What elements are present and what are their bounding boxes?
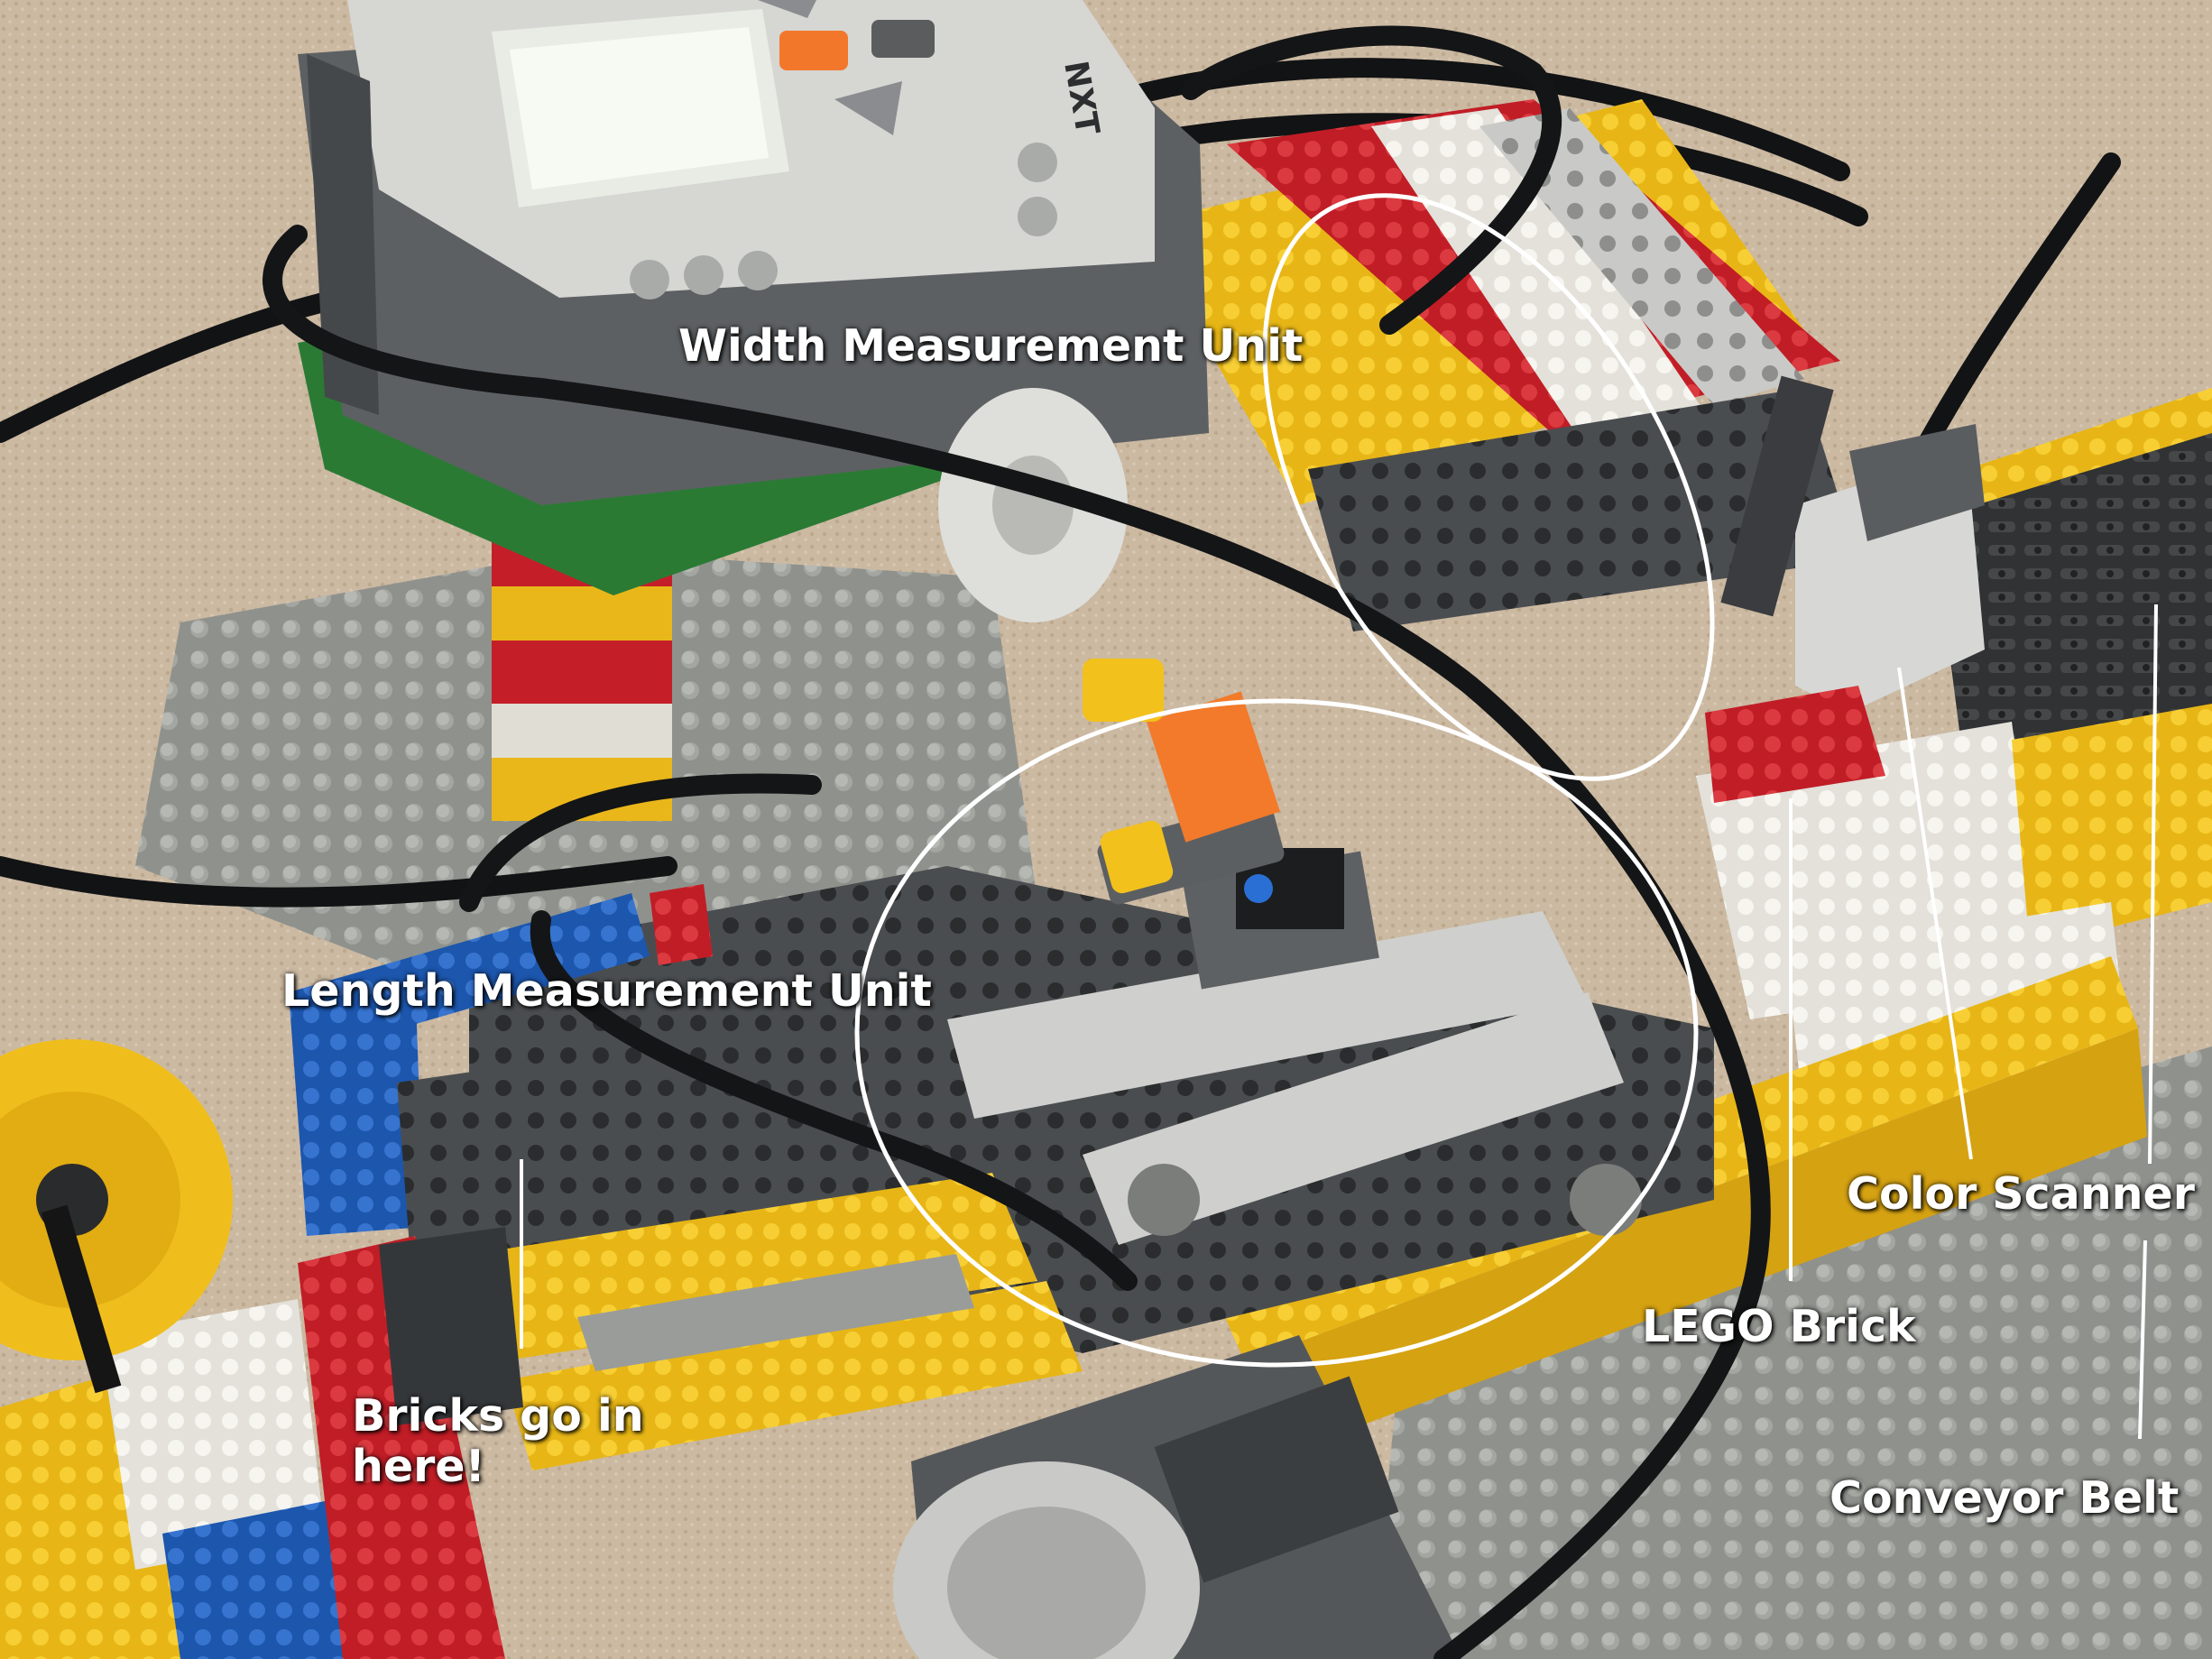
feeder-chute [397, 1010, 1083, 1470]
upper-structure [1137, 99, 1858, 631]
motor [893, 1335, 1461, 1659]
foreground-cables [263, 25, 1771, 1659]
left-blocks [289, 884, 713, 1236]
conveyor-pointer-upper [2148, 604, 2158, 1165]
length-unit-circle [854, 698, 1699, 1368]
conveyor-pointer-lower [2138, 1240, 2147, 1440]
width-unit-circle [1262, 193, 1715, 781]
baseplate-right [1371, 1046, 2212, 1659]
rail-side [1245, 1028, 2147, 1461]
length-measurement-unit-label: Length Measurement Unit [281, 965, 932, 1017]
bricks-go-in-here-label: Bricks go in here! [352, 1390, 644, 1493]
color-scanner-sensor [1720, 375, 1985, 713]
annotation-circles [854, 193, 1715, 1368]
yellow-gear [0, 1039, 233, 1394]
touch-sensor [1083, 659, 1285, 905]
pointer-lines [520, 604, 2158, 1440]
nxt-brick: NXT [298, 0, 1209, 505]
front-plate [0, 1227, 523, 1659]
color-scanner-label: Color Scanner [1847, 1168, 2195, 1220]
lego-brick-label: LEGO Brick [1642, 1301, 1916, 1352]
conveyor-belt-label: Conveyor Belt [1830, 1472, 2180, 1524]
width-measurement-unit-label: Width Measurement Unit [678, 320, 1304, 372]
color-scanner-pointer [1897, 667, 1973, 1160]
